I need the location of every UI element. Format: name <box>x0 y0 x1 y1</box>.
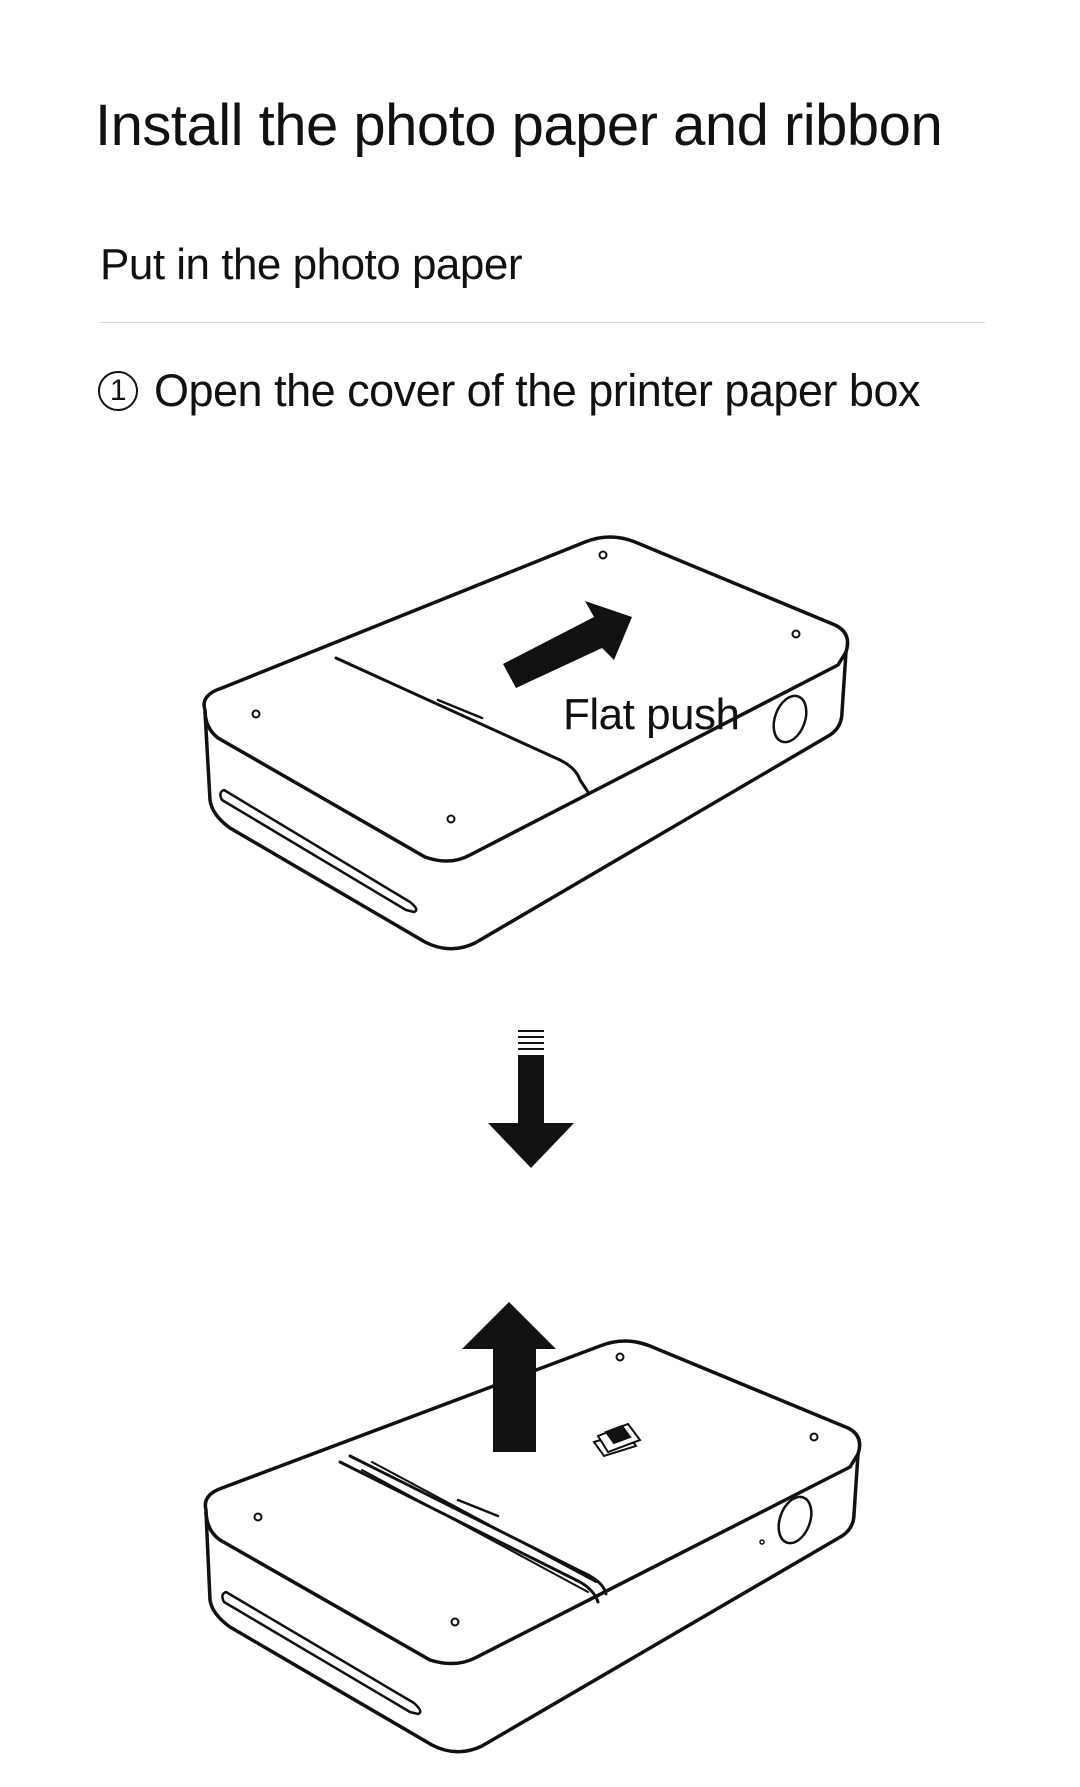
step-number-badge: 1 <box>98 371 138 411</box>
photo-stack-icon <box>592 1422 642 1458</box>
section-title: Put in the photo paper <box>100 240 523 289</box>
down-arrow-icon <box>488 1030 574 1168</box>
page-title: Install the photo paper and ribbon <box>95 93 943 158</box>
section-divider <box>100 322 985 323</box>
step-instruction: 1 Open the cover of the printer paper bo… <box>98 365 920 417</box>
up-arrow-icon <box>462 1302 556 1452</box>
flat-push-label: Flat push <box>563 690 740 739</box>
printer-open-illustration <box>203 1339 862 1754</box>
step-text: Open the cover of the printer paper box <box>154 365 920 416</box>
printer-closed-illustration <box>202 535 850 951</box>
diagonal-arrow-icon <box>503 601 632 688</box>
